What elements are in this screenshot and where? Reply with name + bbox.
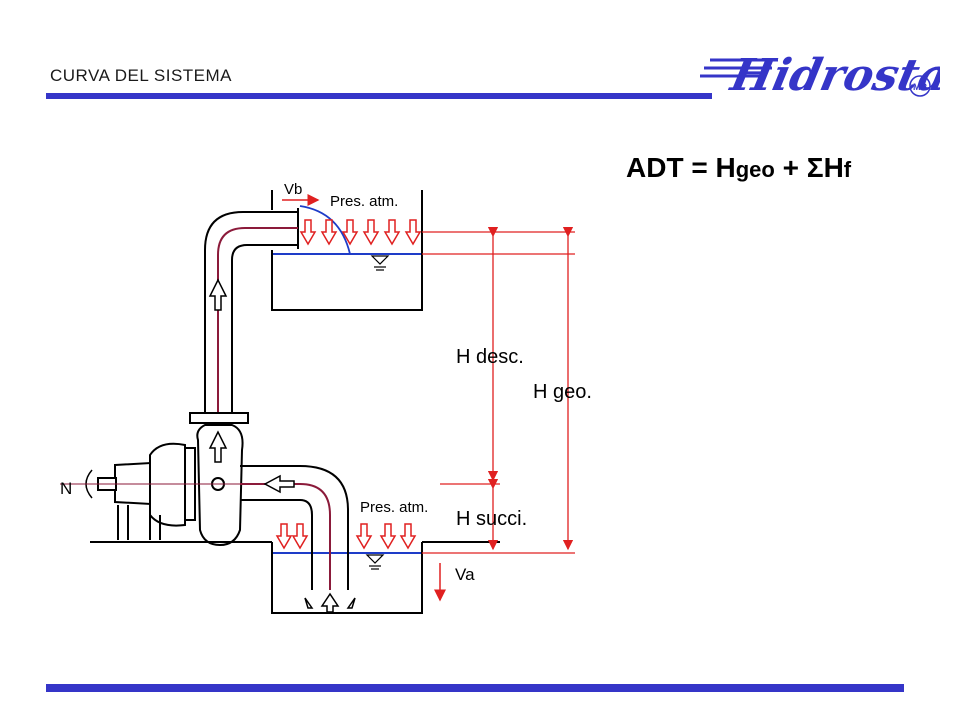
formula-lhs: ADT = bbox=[626, 152, 716, 183]
formula-h-f-sub: f bbox=[843, 157, 852, 182]
adt-formula: ADT = Hgeo + ΣHf bbox=[626, 152, 851, 184]
pres-atm-arrows-top bbox=[299, 219, 422, 246]
dimension-lines bbox=[422, 226, 575, 554]
hidrostal-logo: Hidrostal MR bbox=[700, 49, 940, 101]
formula-h-geo: H bbox=[715, 152, 736, 183]
label-n: N bbox=[60, 479, 72, 498]
flow-arrows bbox=[208, 278, 356, 613]
suction-pipe bbox=[240, 465, 349, 590]
label-pres-atm-top: Pres. atm. bbox=[330, 193, 398, 210]
formula-h-f: H bbox=[823, 152, 844, 183]
header-divider bbox=[46, 93, 712, 99]
discharge-tank bbox=[271, 190, 423, 311]
pipe-flange bbox=[189, 412, 249, 424]
label-h-desc: H desc. bbox=[456, 346, 524, 368]
suction-tank bbox=[271, 542, 423, 614]
label-h-geo: H geo. bbox=[533, 381, 592, 403]
formula-plus: + bbox=[774, 152, 807, 183]
formula-h-geo-sub: geo bbox=[735, 157, 775, 182]
formula-sigma: Σ bbox=[806, 152, 824, 183]
slide-title: CURVA DEL SISTEMA bbox=[50, 66, 233, 85]
water-level-symbol-bottom bbox=[365, 554, 385, 570]
logo-wordmark: Hidrostal bbox=[725, 49, 940, 100]
logo-speed-lines bbox=[700, 58, 778, 78]
discharge-flow-line bbox=[217, 227, 298, 540]
pres-atm-arrows-bottom bbox=[275, 523, 417, 550]
label-h-succi: H succi. bbox=[456, 508, 527, 530]
suction-flow-line bbox=[240, 483, 331, 590]
logo-mark-circle bbox=[909, 75, 931, 97]
logo-mark: MR bbox=[913, 82, 927, 92]
label-vb: Vb bbox=[284, 181, 302, 198]
label-pres-atm-bottom: Pres. atm. bbox=[360, 499, 428, 516]
water-level-symbol-top bbox=[370, 255, 390, 271]
footer-divider bbox=[46, 684, 904, 692]
label-va: Va bbox=[455, 565, 475, 584]
pump-base bbox=[117, 505, 161, 540]
